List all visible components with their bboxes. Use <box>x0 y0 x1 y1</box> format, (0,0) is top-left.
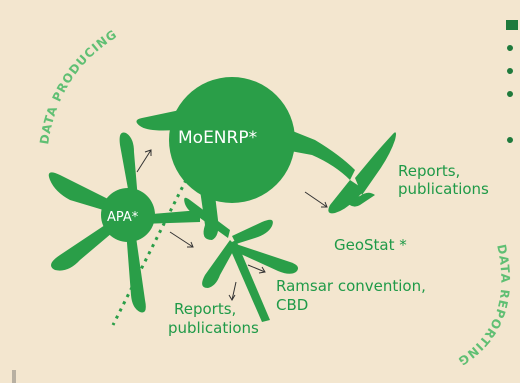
legend-fragment <box>506 20 518 143</box>
legend-bullet-3 <box>507 91 513 97</box>
moenrp-splat <box>136 77 355 240</box>
legend-bullet-2 <box>507 68 513 74</box>
apa-label: APA* <box>107 210 139 225</box>
reports-top-line1: Reports, <box>398 162 460 180</box>
splat-shapes <box>48 77 396 322</box>
legend-heading-mark <box>506 20 518 30</box>
arrow-apa-to-moenrp <box>136 149 152 173</box>
reports-bottom-line1: Reports, <box>174 300 236 318</box>
arc-label-data-producing: DATA PRODUCING <box>37 27 120 145</box>
reports-top-line2: publications <box>398 180 489 198</box>
ramsar-line1: Ramsar convention, <box>276 277 426 295</box>
apa-splat <box>48 132 200 313</box>
geostat-label: GeoStat * <box>334 236 407 254</box>
legend-bullet-1 <box>507 45 513 51</box>
arrow-middle-to-ramsar <box>247 264 266 274</box>
arrow-apa-to-middle <box>169 231 194 248</box>
corner-mark <box>12 370 16 383</box>
ramsar-line2: CBD <box>276 296 308 314</box>
data-reporting-text: DATA REPORTING <box>455 243 511 368</box>
apa-blob <box>101 188 155 242</box>
middle-splat <box>184 197 298 322</box>
dotted-separator <box>111 179 188 326</box>
data-producing-text: DATA PRODUCING <box>37 27 119 145</box>
reports-bottom-line2: publications <box>168 319 259 337</box>
moenrp-label: MoENRP* <box>178 128 257 148</box>
arc-label-data-reporting: DATA REPORTING <box>455 243 512 368</box>
arrow-to-geostat <box>304 191 328 208</box>
arrows <box>136 149 328 301</box>
legend-bullet-4 <box>507 137 513 143</box>
moenrp-blob <box>169 77 295 203</box>
arrow-middle-to-reports <box>228 281 237 301</box>
right-splat <box>328 132 396 214</box>
